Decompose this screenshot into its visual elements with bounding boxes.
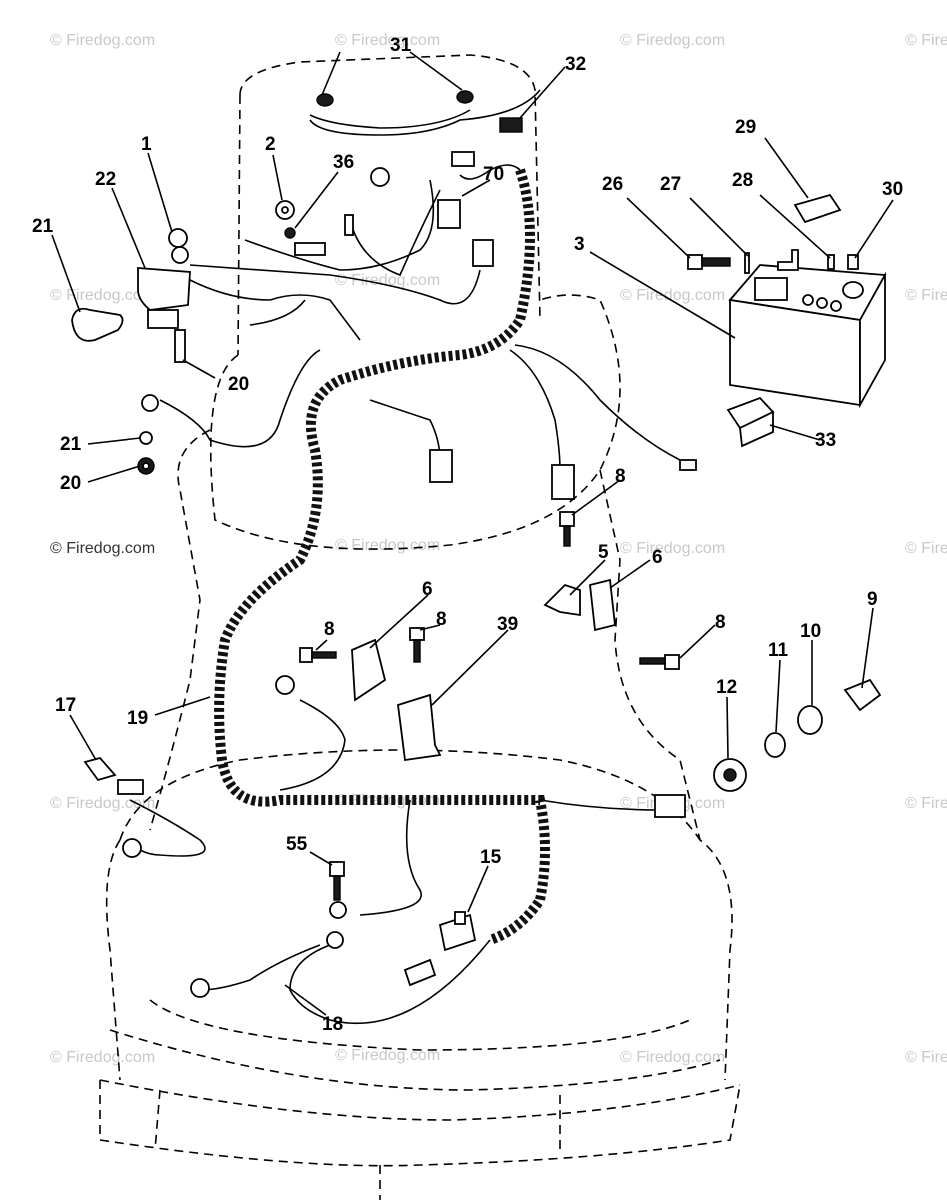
cover-29	[793, 193, 842, 224]
callout-55: 55	[286, 834, 308, 855]
callout-8: 8	[324, 619, 335, 640]
watermark: © Firedog.com	[335, 32, 440, 49]
callout-30: 30	[882, 179, 903, 200]
watermark: © Firedog.com	[905, 1049, 947, 1066]
callout-8: 8	[615, 466, 626, 487]
watermark: © Firedog.com	[335, 537, 440, 554]
callout-29: 29	[735, 117, 756, 138]
watermark: © Firedog.com	[620, 1049, 725, 1066]
callout-27: 27	[660, 174, 681, 195]
tractor-outline	[99, 54, 741, 1200]
bracket-39	[397, 693, 442, 762]
watermark-layer: © Firedog.com © Firedog.com © Firedog.co…	[50, 32, 947, 1066]
callout-19: 19	[127, 708, 148, 729]
callout-10: 10	[800, 621, 821, 642]
leader-lines	[51, 51, 894, 1016]
watermark: © Firedog.com	[905, 795, 947, 812]
solenoid-25	[137, 267, 191, 311]
connector-31b	[456, 90, 474, 104]
callout-70: 70	[483, 164, 504, 185]
washer-36	[284, 227, 296, 239]
callout-20: 20	[60, 473, 81, 494]
bolt-8d	[664, 654, 680, 670]
connector-32	[499, 117, 523, 133]
watermark: © Firedog.com	[335, 272, 440, 289]
callout-6: 6	[422, 579, 433, 600]
relay-6b	[351, 638, 387, 702]
watermark: © Firedog.com	[620, 540, 725, 557]
callout-32: 32	[565, 54, 586, 75]
watermark: © Firedog.com	[905, 287, 947, 304]
bracket-5	[543, 583, 581, 617]
connector-70a	[451, 151, 475, 167]
relay-6a	[589, 578, 616, 632]
bolt-22	[174, 329, 186, 363]
callout-31: 31	[390, 35, 412, 56]
washer-27	[744, 252, 750, 274]
callout-39: 39	[497, 614, 518, 635]
callout-22: 20	[228, 374, 249, 395]
callout-24: 21	[32, 216, 54, 237]
callout-9: 9	[867, 589, 878, 610]
connector-70b	[437, 199, 461, 229]
boot-24	[71, 307, 124, 342]
watermark: © Firedog.com	[620, 287, 725, 304]
watermark: © Firedog.com	[905, 540, 947, 557]
callout-18: 18	[322, 1014, 343, 1035]
callout-25: 22	[95, 169, 116, 190]
key-9	[843, 678, 882, 712]
coiled-wire-harness	[214, 168, 550, 945]
callout-36: 36	[333, 152, 354, 173]
callout-3: 3	[574, 234, 585, 255]
callout-12: 12	[716, 677, 737, 698]
bolt-55	[329, 861, 345, 877]
callout-5: 5	[598, 542, 609, 563]
callout-33: 33	[815, 430, 836, 451]
callout-17: 17	[55, 695, 76, 716]
watermark: © Firedog.com	[905, 32, 947, 49]
callout-28: 28	[732, 170, 753, 191]
watermark: © Firedog.com	[50, 795, 155, 812]
cap-30	[847, 254, 859, 270]
callout-1: 1	[141, 134, 152, 155]
watermark: © Firedog.com	[335, 1047, 440, 1064]
bezel-10	[797, 705, 823, 735]
callout-8: 8	[436, 609, 447, 630]
watermark: © Firedog.com	[620, 32, 725, 49]
watermark: © Firedog.com	[50, 540, 155, 557]
washer-21	[139, 431, 153, 445]
connector-31a	[316, 93, 334, 107]
callout-11: 11	[768, 640, 789, 661]
callout-15: 15	[480, 847, 502, 868]
bolt-8c	[299, 647, 313, 663]
callout-8: 8	[715, 612, 726, 633]
callout-6: 6	[652, 547, 663, 568]
watermark: © Firedog.com	[50, 32, 155, 49]
callout-21: 21	[60, 434, 82, 455]
callout-labels: 31 32 2 36 70 1 22 21 20 21 20 29 26 27 …	[32, 35, 903, 1035]
nut-28	[827, 254, 835, 270]
parts	[71, 90, 887, 998]
watermark: © Firedog.com	[50, 1049, 155, 1066]
callout-2: 2	[265, 134, 276, 155]
callout-26: 26	[602, 174, 623, 195]
nut-11	[764, 732, 786, 758]
wiring	[129, 89, 681, 1025]
fuse-holder-17	[83, 756, 117, 782]
